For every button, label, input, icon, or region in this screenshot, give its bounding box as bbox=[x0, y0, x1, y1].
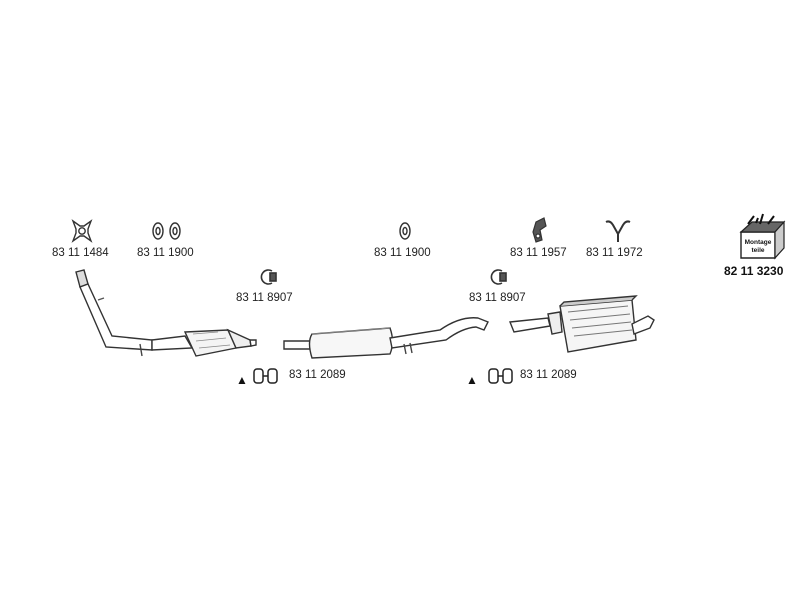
part-label-flange-gasket: 83 11 1484 bbox=[52, 247, 109, 259]
hanger-bracket-icon bbox=[532, 217, 547, 243]
front-pipe-catalytic-converter bbox=[75, 269, 257, 357]
part-label-rubber-mount-center: 83 11 1900 bbox=[374, 247, 431, 259]
clamp-icon-rear bbox=[490, 269, 507, 285]
center-muffler bbox=[283, 317, 489, 359]
warning-triangle-front: ▲ bbox=[236, 373, 248, 387]
warning-triangle-rear: ▲ bbox=[466, 373, 478, 387]
sleeve-connector-icon-front bbox=[253, 368, 278, 384]
kit-box-text-line2: teile bbox=[751, 247, 764, 254]
part-label-clamp-rear: 83 11 8907 bbox=[469, 292, 526, 304]
flange-gasket-icon bbox=[71, 219, 93, 243]
part-label-hanger-1972: 83 11 1972 bbox=[586, 247, 643, 259]
part-label-sleeve-rear: 83 11 2089 bbox=[520, 369, 577, 381]
part-label-mounting-kit: 82 11 3230 bbox=[724, 264, 784, 278]
part-label-rubber-mount-pair: 83 11 1900 bbox=[137, 247, 194, 259]
part-label-hanger-1957: 83 11 1957 bbox=[510, 247, 567, 259]
hanger-v-icon bbox=[605, 220, 631, 242]
clamp-icon-front bbox=[260, 269, 277, 285]
rubber-mount-pair-icon bbox=[152, 222, 181, 240]
sleeve-connector-icon-rear bbox=[488, 368, 513, 384]
part-label-sleeve-front: 83 11 2089 bbox=[289, 369, 346, 381]
rear-muffler bbox=[509, 295, 655, 353]
part-label-clamp-front: 83 11 8907 bbox=[236, 292, 293, 304]
kit-box-text-line1: Montage bbox=[745, 239, 772, 246]
rubber-mount-icon bbox=[399, 222, 411, 240]
mounting-kit-box-icon: Montage teile bbox=[739, 213, 786, 260]
